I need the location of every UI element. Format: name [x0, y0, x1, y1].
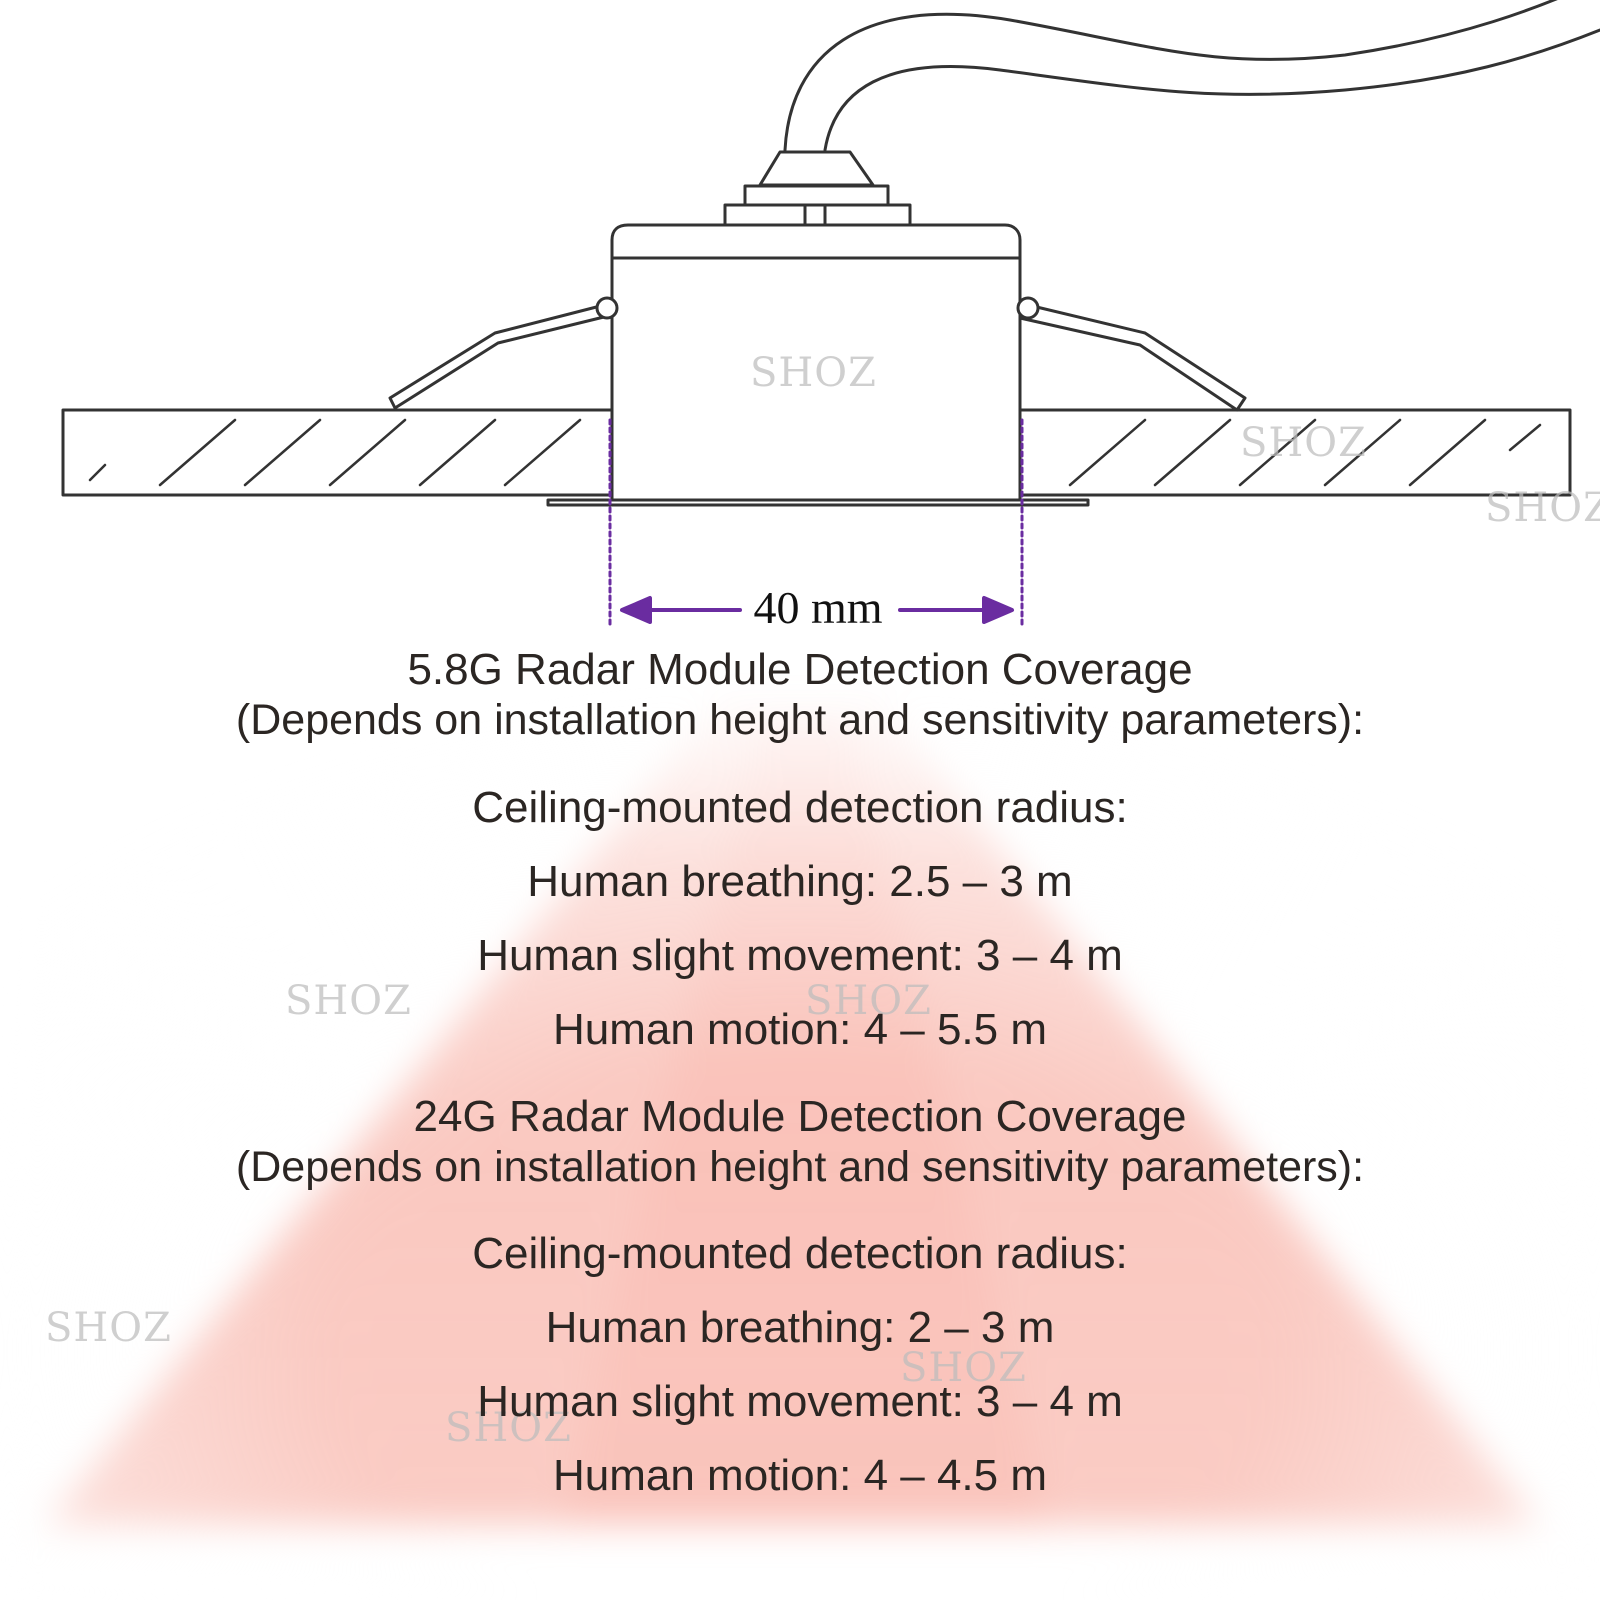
bezel-ring: [546, 498, 1090, 507]
watermark: SHOZ: [900, 1345, 1027, 1391]
ceiling-panel: [61, 408, 1572, 497]
watermark: SHOZ: [750, 350, 877, 396]
dimension-arrows: [620, 596, 1014, 624]
watermark: SHOZ: [45, 1305, 172, 1351]
dimension-label: 40 mm: [753, 582, 883, 633]
coverage-5-8g-slight-movement: Human slight movement: 3 – 4 m: [477, 931, 1123, 980]
sensor-housing: [610, 223, 1022, 502]
coverage-5-8g-motion: Human motion: 4 – 5.5 m: [552, 1005, 1047, 1054]
coverage-24g-title: 24G Radar Module Detection Coverage: [413, 1092, 1187, 1141]
watermark: SHOZ: [805, 978, 932, 1024]
coverage-5-8g-title: 5.8G Radar Module Detection Coverage: [407, 645, 1193, 694]
spring-clips: [388, 296, 1247, 412]
coverage-5-8g-breathing: Human breathing: 2.5 – 3 m: [527, 857, 1073, 906]
coverage-24g-slight-movement: Human slight movement: 3 – 4 m: [477, 1377, 1123, 1426]
watermark: SHOZ: [445, 1405, 572, 1451]
coverage-24g-breathing: Human breathing: 2 – 3 m: [545, 1303, 1055, 1352]
coverage-24g-radius-heading: Ceiling-mounted detection radius:: [472, 1229, 1128, 1278]
cable-gland: [648, 150, 987, 227]
watermark: SHOZ: [1240, 420, 1367, 466]
watermark: SHOZ: [285, 978, 412, 1024]
coverage-5-8g-subtitle: (Depends on installation height and sens…: [235, 696, 1365, 744]
power-cable: [783, 0, 1600, 152]
watermark: SHOZ: [1485, 485, 1600, 531]
coverage-24g-motion: Human motion: 4 – 4.5 m: [552, 1451, 1047, 1500]
coverage-5-8g-radius-heading: Ceiling-mounted detection radius:: [472, 783, 1128, 832]
dimension-guides: [608, 418, 1024, 627]
coverage-24g-subtitle: (Depends on installation height and sens…: [235, 1143, 1365, 1191]
